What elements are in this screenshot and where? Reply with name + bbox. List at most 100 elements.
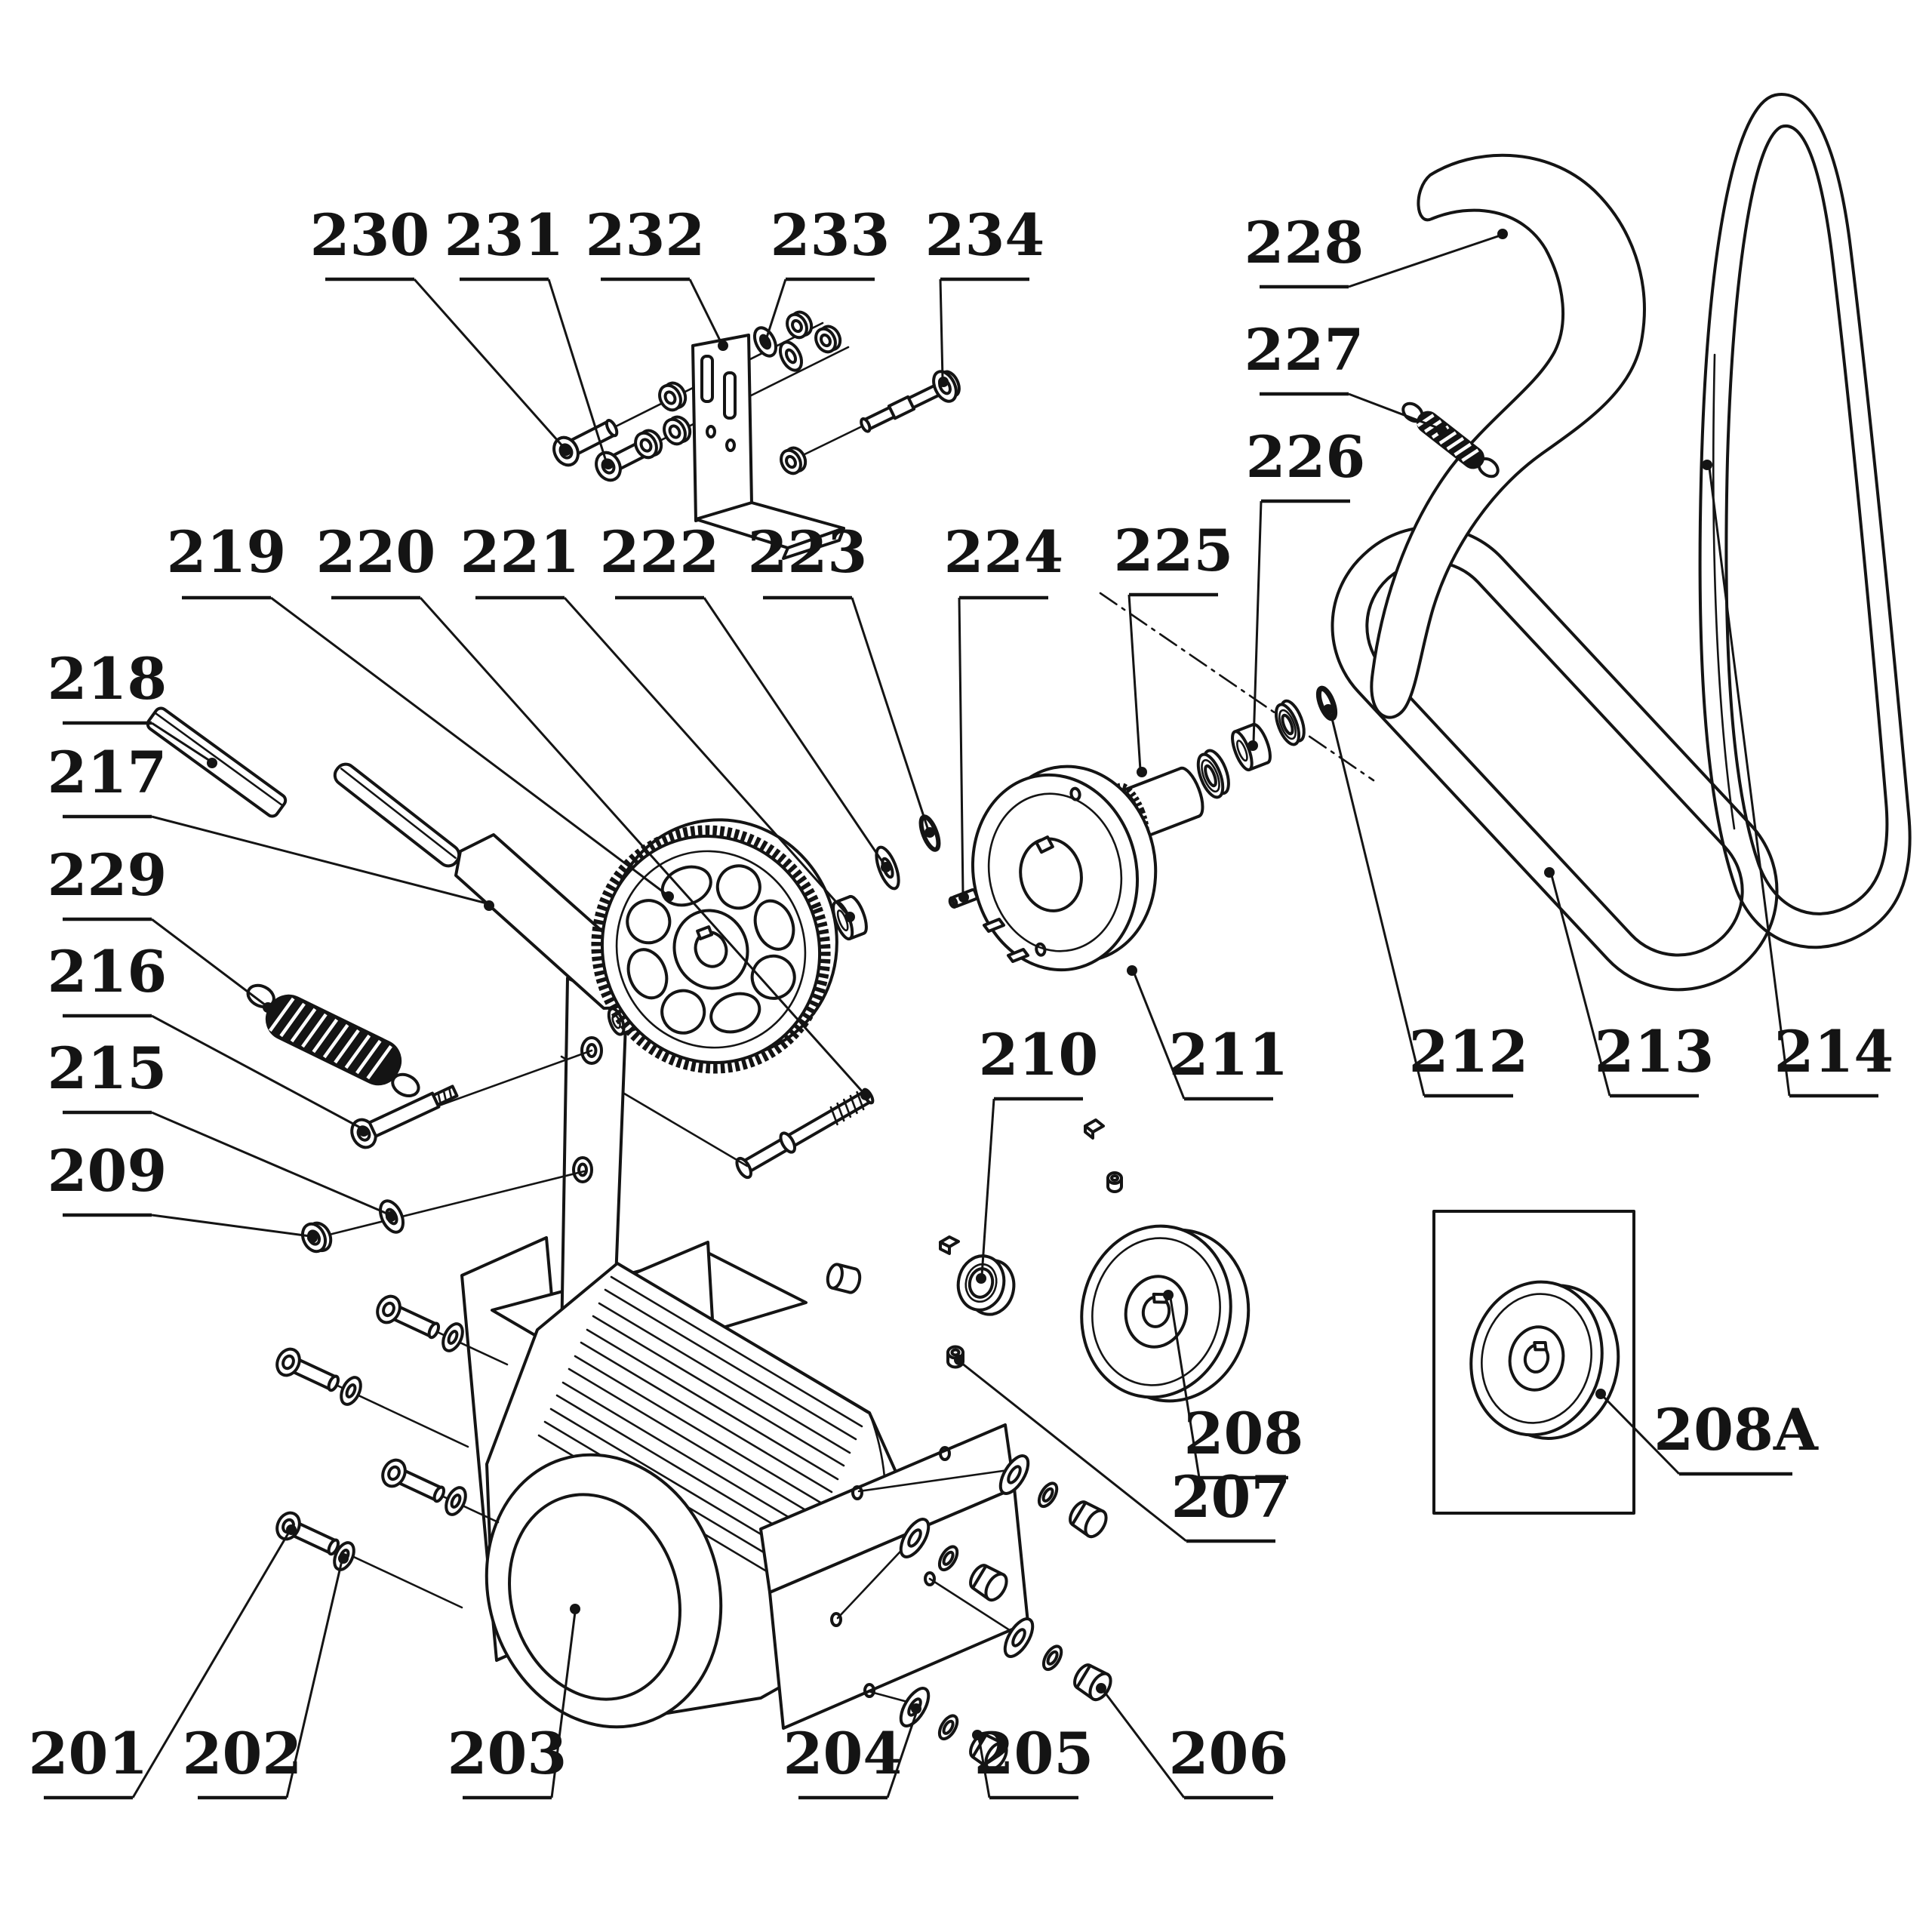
- callout-219: 219: [167, 518, 674, 902]
- socket-bolt: [275, 1347, 340, 1392]
- shaft-collar: [956, 1254, 1016, 1316]
- leader-line-232: [688, 278, 723, 344]
- callout-231: 231: [445, 202, 614, 469]
- leader-line-206: [1102, 1690, 1186, 1798]
- part-label-215: 215: [48, 1035, 168, 1102]
- callout-220: 220: [316, 518, 871, 1100]
- flange-disc: [971, 764, 1158, 972]
- bolt-234-axis: [800, 426, 862, 457]
- nut-axis-line: [315, 1170, 586, 1239]
- part-label-233: 233: [771, 202, 891, 269]
- part-label-229: 229: [48, 841, 168, 909]
- callout-228: 228: [1244, 209, 1508, 289]
- part-label-222: 222: [600, 518, 720, 586]
- part-label-208A: 208A: [1654, 1396, 1819, 1463]
- leader-line-214: [1708, 467, 1791, 1097]
- part-label-221: 221: [460, 518, 580, 586]
- hex-nut: [814, 325, 842, 354]
- leader-line-208: [1169, 1297, 1201, 1478]
- part-label-213: 213: [1595, 1018, 1715, 1085]
- callout-227: 227: [1244, 316, 1447, 436]
- leader-dot-214: [1702, 460, 1712, 470]
- leader-dot-222: [881, 862, 891, 872]
- leader-dot-211: [1127, 965, 1137, 976]
- callout-201: 201: [29, 1524, 297, 1800]
- flat-washer: [778, 340, 804, 372]
- callout-230: 230: [310, 202, 571, 456]
- leader-line-227: [1348, 392, 1441, 430]
- hex-nut: [634, 429, 663, 460]
- callout-208A: 208A: [1595, 1389, 1819, 1476]
- leader-dot-220: [860, 1090, 871, 1100]
- callout-205: 205: [972, 1720, 1094, 1800]
- part-label-205: 205: [974, 1720, 1094, 1787]
- set-screw-cube: [939, 1235, 960, 1255]
- part-label-226: 226: [1246, 423, 1366, 491]
- leader-line-201: [131, 1531, 291, 1798]
- hex-nut: [786, 310, 814, 340]
- socket-bolt: [381, 1458, 446, 1503]
- leader-dot-232: [718, 340, 728, 351]
- part-label-214: 214: [1774, 1018, 1894, 1085]
- part-label-234: 234: [925, 202, 1045, 269]
- callout-214: 214: [1702, 460, 1894, 1098]
- part-label-201: 201: [29, 1720, 149, 1787]
- callout-204: 204: [783, 1703, 921, 1800]
- pivot-stud: [735, 1088, 875, 1180]
- leader-dot-231: [603, 459, 614, 469]
- leader-line-218: [151, 721, 211, 762]
- flat-washer: [340, 1376, 362, 1406]
- leader-dot-225: [1137, 767, 1147, 777]
- leader-dot-201: [286, 1524, 297, 1535]
- leader-line-212: [1329, 712, 1426, 1097]
- hex-nut: [780, 446, 808, 475]
- leader-line-225: [1128, 594, 1142, 771]
- leader-dot-202: [338, 1553, 349, 1564]
- callout-210: 210: [976, 1021, 1098, 1284]
- part-label-219: 219: [167, 518, 287, 586]
- leader-dot-204: [911, 1703, 921, 1714]
- callout-218: 218: [48, 645, 217, 768]
- part-label-223: 223: [748, 518, 868, 586]
- part-label-212: 212: [1409, 1018, 1529, 1085]
- callout-222: 222: [600, 518, 891, 872]
- leader-line-210: [980, 1098, 995, 1276]
- callout-217: 217: [48, 739, 494, 911]
- motor-shaft-boss: [826, 1263, 862, 1294]
- ball-bearing-inner: [1196, 749, 1230, 799]
- bolt-washer-set-b: [899, 1518, 1008, 1602]
- leader-dot-226: [1247, 740, 1258, 751]
- callout-212: 212: [1323, 704, 1529, 1098]
- bolt-washer-set-a: [998, 1454, 1108, 1539]
- leader-dot-209: [307, 1232, 318, 1243]
- leader-line-202: [285, 1560, 343, 1798]
- part-label-227: 227: [1244, 316, 1364, 383]
- key-piece: [1007, 948, 1029, 963]
- flat-washer: [445, 1486, 467, 1516]
- leader-line-229: [151, 918, 266, 1007]
- part-label-231: 231: [445, 202, 565, 269]
- leader-dot-234: [938, 377, 949, 387]
- part-label-228: 228: [1244, 209, 1364, 276]
- callout-203: 203: [448, 1604, 580, 1800]
- callout-216: 216: [48, 938, 369, 1137]
- part-label-232: 232: [586, 202, 706, 269]
- leader-dot-230: [561, 445, 571, 456]
- part-label-224: 224: [944, 518, 1064, 586]
- callout-215: 215: [48, 1035, 396, 1222]
- leader-dot-207: [954, 1355, 964, 1365]
- callout-209: 209: [48, 1137, 318, 1243]
- leader-line-204: [886, 1710, 918, 1798]
- leader-dot-221: [844, 912, 855, 922]
- main-gear: [591, 818, 838, 1074]
- leader-dot-227: [1437, 426, 1447, 436]
- callout-226: 226: [1246, 423, 1366, 751]
- leader-dot-206: [1096, 1683, 1106, 1694]
- callout-208: 208: [1163, 1290, 1303, 1480]
- callout-229: 229: [48, 841, 273, 1013]
- leader-line-224: [958, 597, 964, 896]
- leader-dot-224: [958, 892, 969, 903]
- leader-line-217: [151, 815, 488, 905]
